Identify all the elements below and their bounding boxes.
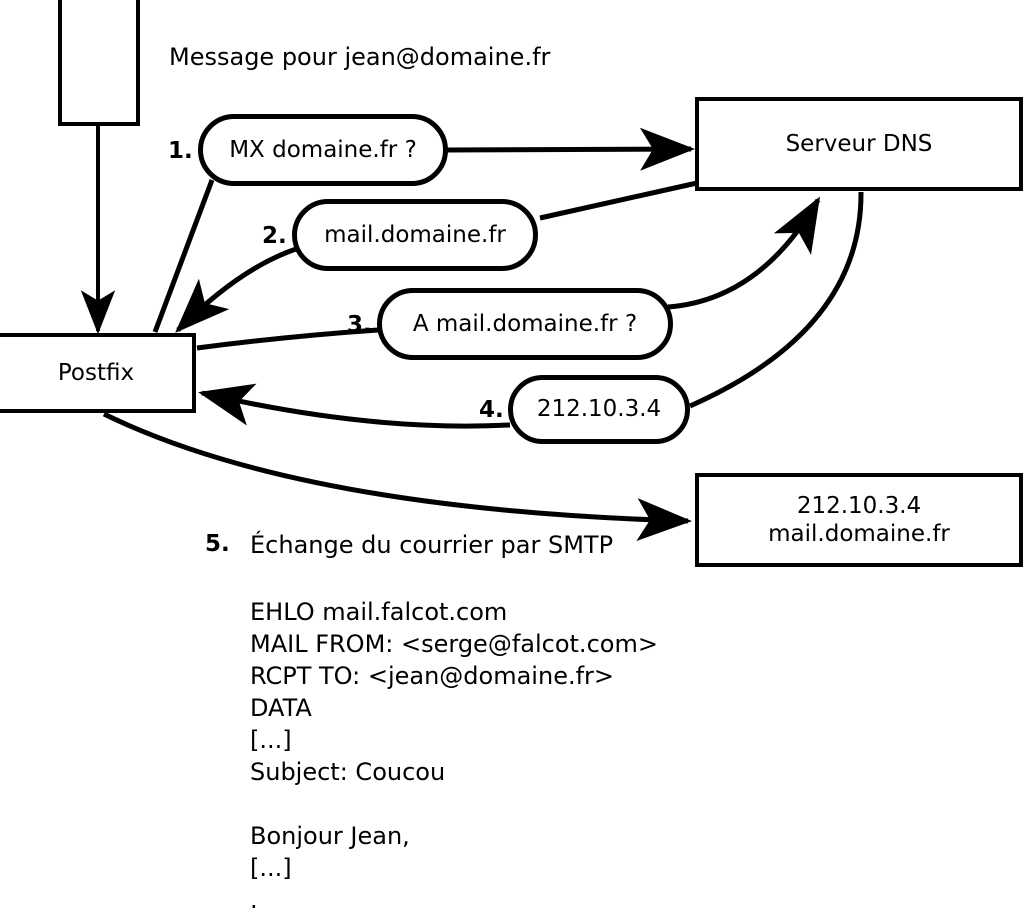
- step-1-number: 1.: [168, 138, 193, 164]
- step-2-bubble-label: mail.domaine.fr: [324, 221, 506, 248]
- node-postfix[interactable]: Postfix: [0, 333, 196, 413]
- connector-step1-pill-to-dns: [446, 127, 695, 171]
- node-target-label: 212.10.3.4 mail.domaine.fr: [768, 492, 950, 547]
- step-5-number: 5.: [205, 531, 230, 557]
- step-3-number: 3.: [347, 312, 372, 338]
- step-3-bubble[interactable]: A mail.domaine.fr ?: [377, 288, 673, 360]
- node-client-box[interactable]: [58, 0, 140, 126]
- smtp-transcript: EHLO mail.falcot.com MAIL FROM: <serge@f…: [250, 598, 658, 914]
- step-3-bubble-label: A mail.domaine.fr ?: [412, 310, 638, 337]
- node-dns-label: Serveur DNS: [785, 130, 933, 157]
- step-4-bubble[interactable]: 212.10.3.4: [508, 375, 690, 444]
- connector-step4-pill-to-postfix: [198, 383, 511, 429]
- connector-step4-dns-to-pill: [688, 191, 864, 409]
- message-caption: Message pour jean@domaine.fr: [169, 43, 551, 71]
- step-1-bubble-label: MX domaine.fr ?: [229, 136, 417, 163]
- node-target-mailserver[interactable]: 212.10.3.4 mail.domaine.fr: [695, 473, 1023, 567]
- connector-step2-dns-to-pill: [539, 180, 698, 221]
- step-4-bubble-label: 212.10.3.4: [536, 396, 662, 423]
- node-dns-server[interactable]: Serveur DNS: [695, 97, 1023, 191]
- step-1-bubble[interactable]: MX domaine.fr ?: [198, 114, 448, 186]
- step-2-number: 2.: [262, 223, 287, 249]
- node-postfix-label: Postfix: [57, 359, 135, 386]
- step-2-bubble[interactable]: mail.domaine.fr: [292, 199, 538, 271]
- connector-step3-pill-to-dns: [667, 196, 821, 310]
- step-5-label: Échange du courrier par SMTP: [250, 531, 614, 559]
- step-4-number: 4.: [479, 397, 504, 423]
- connector-step2-pill-to-postfix: [175, 246, 297, 333]
- connector-step1-postfix-to-pill: [152, 179, 215, 333]
